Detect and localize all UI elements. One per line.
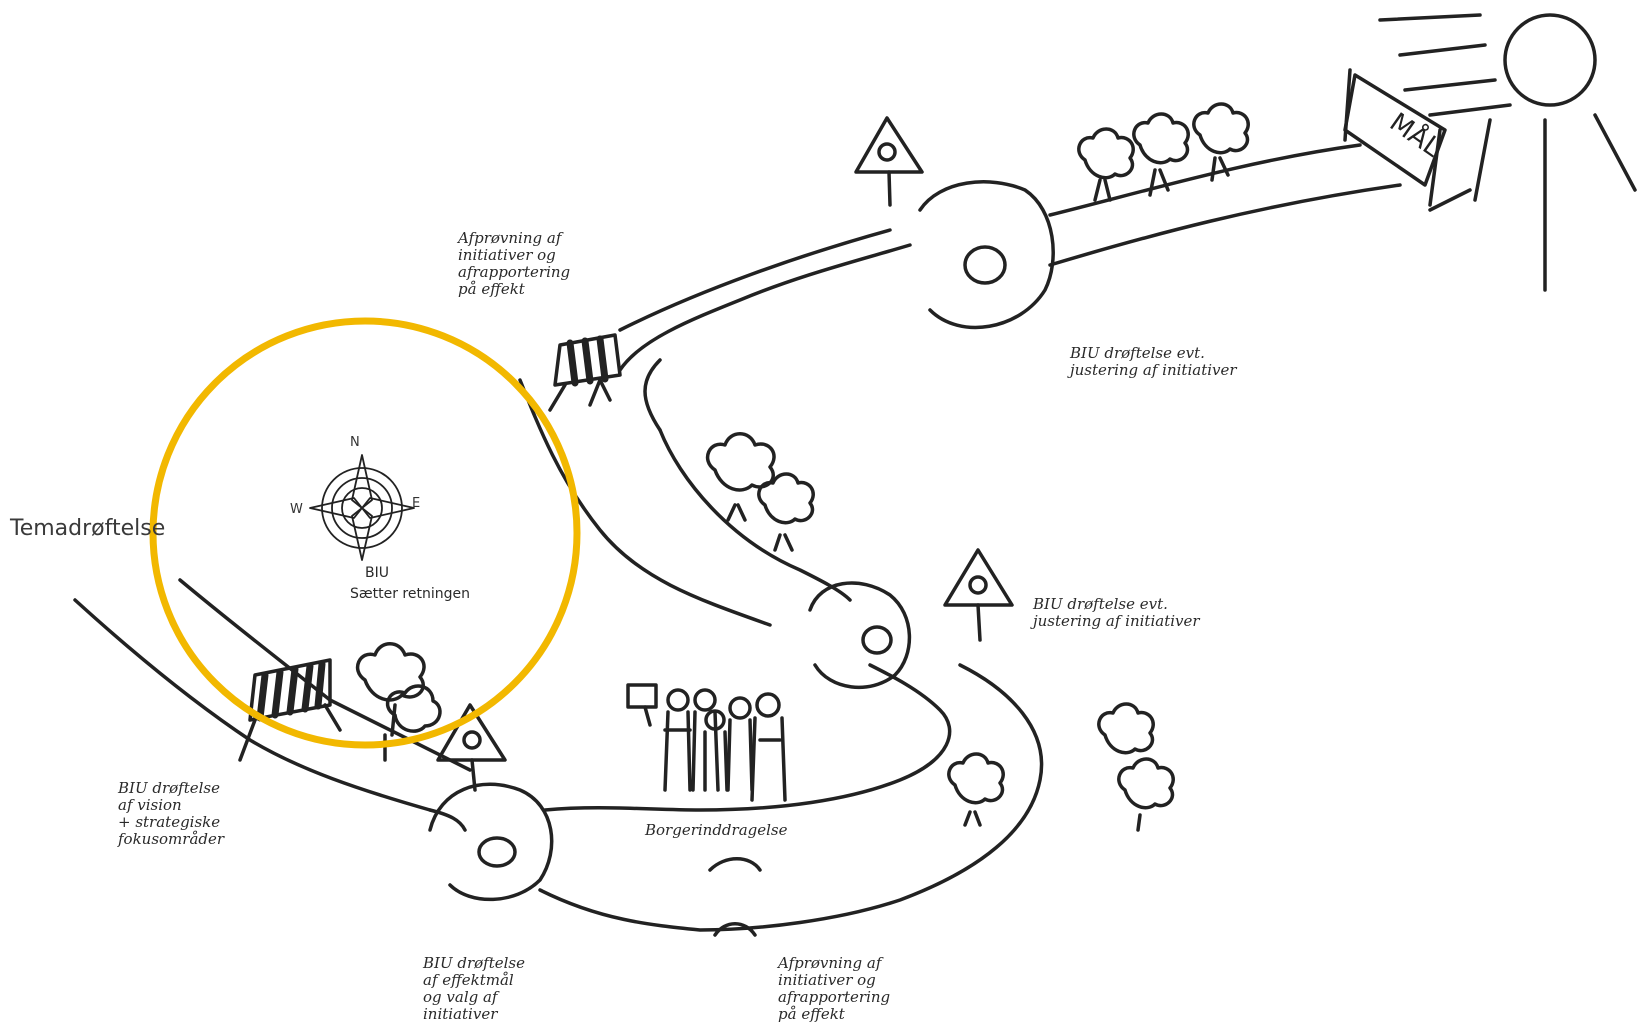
label-test-bottom: Afprøvning af initiativer og afrapporter… (778, 954, 891, 1023)
highlight-circle (149, 317, 581, 749)
label-effect-goals: BIU drøftelse af effektmål og valg af in… (423, 954, 525, 1023)
compass-icon (309, 454, 415, 561)
road (73, 143, 1402, 932)
compass-caption-line1: BIU (365, 565, 389, 581)
compass-north: N (350, 435, 360, 450)
finish-sign (1343, 68, 1447, 207)
warning-sign-middle (943, 548, 1014, 642)
theme-discussion-label: Temadrøftelse (10, 516, 166, 541)
label-test-top: Afprøvning af initiativer og afrapporter… (458, 229, 571, 298)
roundabout-middle (808, 581, 912, 689)
label-citizens: Borgerinddragelse (645, 821, 788, 839)
trees (355, 102, 1250, 832)
compass-west: W (290, 502, 303, 517)
people-group-icon (626, 683, 787, 802)
sun-icon (1378, 13, 1637, 292)
barrier-bottom (238, 658, 342, 762)
label-discussion-top-right: BIU drøftelse evt. justering af initiati… (1070, 344, 1237, 379)
label-discussion-middle: BIU drøftelse evt. justering af initiati… (1033, 595, 1200, 630)
barrier-top (548, 333, 622, 412)
label-vision: BIU drøftelse af vision + strategiske fo… (118, 779, 225, 848)
roundabout-bottom (428, 782, 554, 902)
bump-bottom (708, 857, 762, 937)
compass-caption-line2: Sætter retningen (350, 586, 470, 602)
roundabout-top (918, 180, 1055, 330)
compass-east: E (412, 496, 421, 511)
warning-sign-bottom (436, 703, 507, 792)
warning-sign-top (854, 116, 924, 207)
